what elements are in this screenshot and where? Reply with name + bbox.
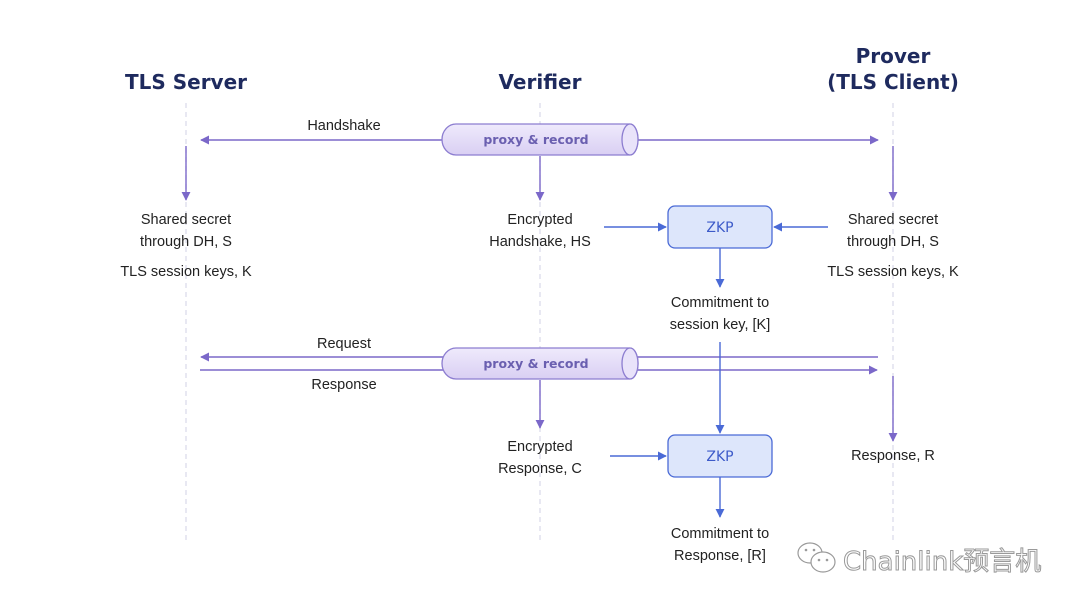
wechat-icon (797, 542, 836, 573)
verifier-encrypted-response-c: Response, C (498, 461, 582, 477)
actor-tls-server: TLS Server (125, 70, 247, 94)
proxy-record-label-1: proxy & record (483, 132, 588, 147)
watermark: Chainlink预言机 (797, 542, 1042, 578)
zkp-box-2: ZKP (667, 434, 773, 478)
verifier-encrypted-response: Encrypted (507, 439, 572, 455)
server-shared-secret-dh: through DH, S (140, 234, 232, 250)
watermark-text: Chainlink预言机 (843, 547, 1041, 577)
message-response-label: Response (311, 377, 376, 393)
cylinder-cap (621, 123, 639, 156)
proxy-record-box-1: proxy & record (441, 123, 639, 156)
actor-prover: Prover (856, 44, 931, 68)
commitment-session-key: Commitment to (671, 295, 769, 311)
prover-session-keys: TLS session keys, K (827, 264, 959, 280)
message-request-label: Request (317, 336, 371, 352)
verifier-encrypted-handshake-hs: Handshake, HS (489, 234, 591, 250)
prover-shared-secret-dh: through DH, S (847, 234, 939, 250)
message-handshake-label: Handshake (307, 118, 380, 134)
prover-response-r: Response, R (851, 448, 935, 464)
proxy-record-box-2: proxy & record (441, 347, 639, 380)
verifier-encrypted-handshake: Encrypted (507, 212, 572, 228)
proxy-record-label-2: proxy & record (483, 356, 588, 371)
zkp-label-2: ZKP (706, 449, 733, 465)
cylinder-cap (621, 347, 639, 380)
actor-verifier: Verifier (499, 70, 582, 94)
actor-prover-subtitle: (TLS Client) (827, 70, 959, 94)
zkp-box-1: ZKP (667, 205, 773, 249)
commitment-session-key-k: session key, [K] (670, 317, 770, 333)
zkp-label-1: ZKP (706, 220, 733, 236)
commitment-response-r: Response, [R] (674, 548, 766, 564)
prover-shared-secret: Shared secret (848, 212, 938, 228)
server-shared-secret: Shared secret (141, 212, 231, 228)
server-session-keys: TLS session keys, K (120, 264, 252, 280)
commitment-response: Commitment to (671, 526, 769, 542)
